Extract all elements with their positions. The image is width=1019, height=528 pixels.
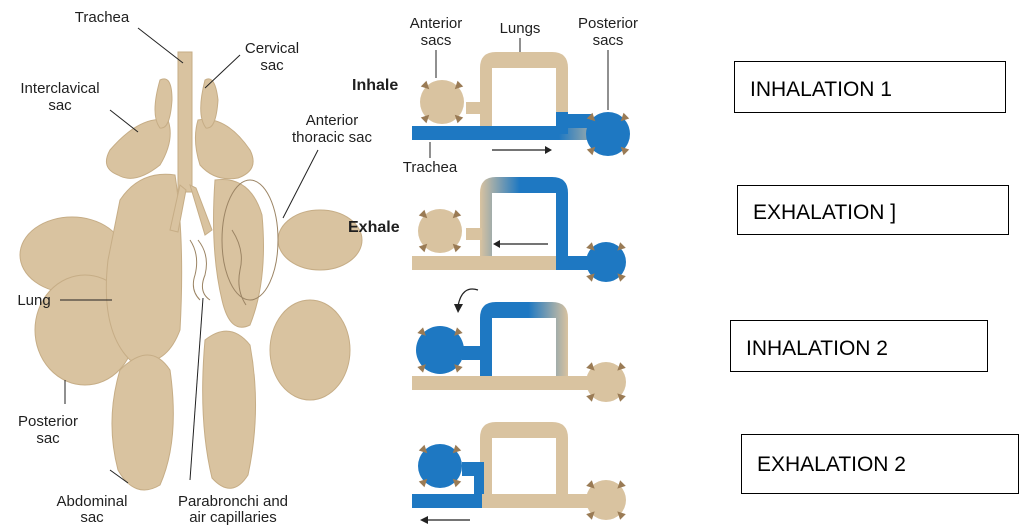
trachea-tube	[178, 52, 192, 192]
label-trachea: Trachea	[75, 9, 130, 26]
label-parabronchi-2: air capillaries	[189, 509, 277, 526]
label-parabronchi-1: Parabronchi and	[178, 493, 288, 510]
flow-panel-exhale-2	[412, 422, 626, 524]
label-interclavical-sac-1: Interclavical	[20, 80, 99, 97]
label-trachea-flow: Trachea	[403, 159, 458, 176]
cervical-sac-left	[155, 79, 172, 128]
label-anterior-sacs-1: Anterior	[410, 15, 463, 32]
label-abdominal-sac-2: sac	[80, 509, 104, 526]
phase-box-inhalation-1: INHALATION 1	[734, 61, 1006, 113]
right-abdominal-sac	[203, 331, 256, 488]
label-anterior-thoracic-sac-2: thoracic sac	[292, 129, 373, 146]
right-lung	[214, 179, 264, 327]
label-abdominal-sac-1: Abdominal	[57, 493, 128, 510]
phase-label-inhalation-2: INHALATION 2	[746, 337, 888, 361]
label-lung: Lung	[17, 292, 50, 309]
flow-panel-inhale-1: Inhale Trachea	[352, 52, 630, 176]
phase-label-exhalation-2: EXHALATION 2	[757, 453, 906, 477]
flow-panel-exhale-1: Exhale	[348, 177, 626, 282]
label-anterior-sacs-2: sacs	[421, 32, 452, 49]
right-posterior-sac	[270, 300, 350, 400]
left-abdominal-sac	[112, 355, 173, 490]
flow-header-labels: Anterior sacs Lungs Posterior sacs	[410, 15, 638, 49]
label-lungs: Lungs	[500, 20, 541, 37]
label-posterior-sacs-2: sacs	[593, 32, 624, 49]
phase-box-inhalation-2: INHALATION 2	[730, 320, 988, 372]
label-exhale: Exhale	[348, 219, 400, 236]
label-posterior-sacs-1: Posterior	[578, 15, 638, 32]
label-cervical-sac-1: Cervical	[245, 40, 299, 57]
label-posterior-sac-2: sac	[36, 430, 60, 447]
phase-label-exhalation-1: EXHALATION ]	[753, 201, 896, 225]
flow-panel-inhale-2	[412, 289, 626, 402]
left-lung	[106, 174, 181, 362]
clavicular-sac-right	[195, 119, 253, 178]
label-inhale: Inhale	[352, 77, 398, 94]
label-interclavical-sac-2: sac	[48, 97, 72, 114]
label-posterior-sac-1: Posterior	[18, 413, 78, 430]
label-cervical-sac-2: sac	[260, 57, 284, 74]
phase-box-exhalation-2: EXHALATION 2	[741, 434, 1019, 494]
phase-box-exhalation-1: EXHALATION ]	[737, 185, 1009, 235]
label-anterior-thoracic-sac-1: Anterior	[306, 112, 359, 129]
phase-label-inhalation-1: INHALATION 1	[750, 78, 892, 102]
